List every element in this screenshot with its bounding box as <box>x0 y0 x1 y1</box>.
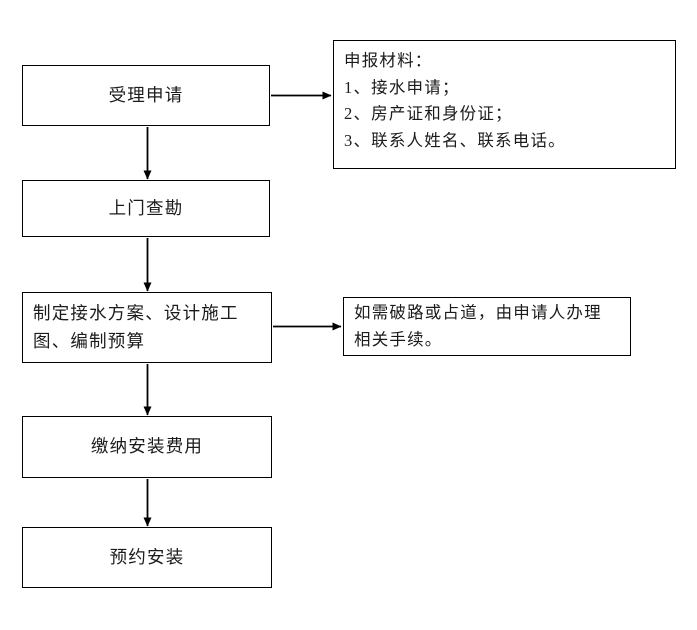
flow-node-accept-application-label: 受理申请 <box>108 84 184 105</box>
flow-node-on-site-survey-label: 上门查勘 <box>108 197 184 218</box>
note-required-materials-text: 申报材料： 1、接水申请； 2、房产证和身份证； 3、联系人姓名、联系电话。 <box>344 51 566 151</box>
flow-node-schedule-installation[interactable]: 预约安装 <box>22 527 272 588</box>
note-road-occupation-procedure-text: 如需破路或占道，由申请人办理 相关手续。 <box>354 303 602 349</box>
flow-node-design-and-budget[interactable]: 制定接水方案、设计施工 图、编制预算 <box>22 292 272 363</box>
note-road-occupation-procedure: 如需破路或占道，由申请人办理 相关手续。 <box>343 297 631 356</box>
flow-node-pay-installation-fee-label: 缴纳安装费用 <box>90 436 204 457</box>
note-required-materials: 申报材料： 1、接水申请； 2、房产证和身份证； 3、联系人姓名、联系电话。 <box>333 40 676 169</box>
flow-node-on-site-survey[interactable]: 上门查勘 <box>22 180 270 237</box>
flow-node-pay-installation-fee[interactable]: 缴纳安装费用 <box>22 416 272 478</box>
flow-node-schedule-installation-label: 预约安装 <box>109 546 185 567</box>
flow-node-accept-application[interactable]: 受理申请 <box>22 65 270 126</box>
flow-node-design-and-budget-label: 制定接水方案、设计施工 图、编制预算 <box>33 303 239 351</box>
